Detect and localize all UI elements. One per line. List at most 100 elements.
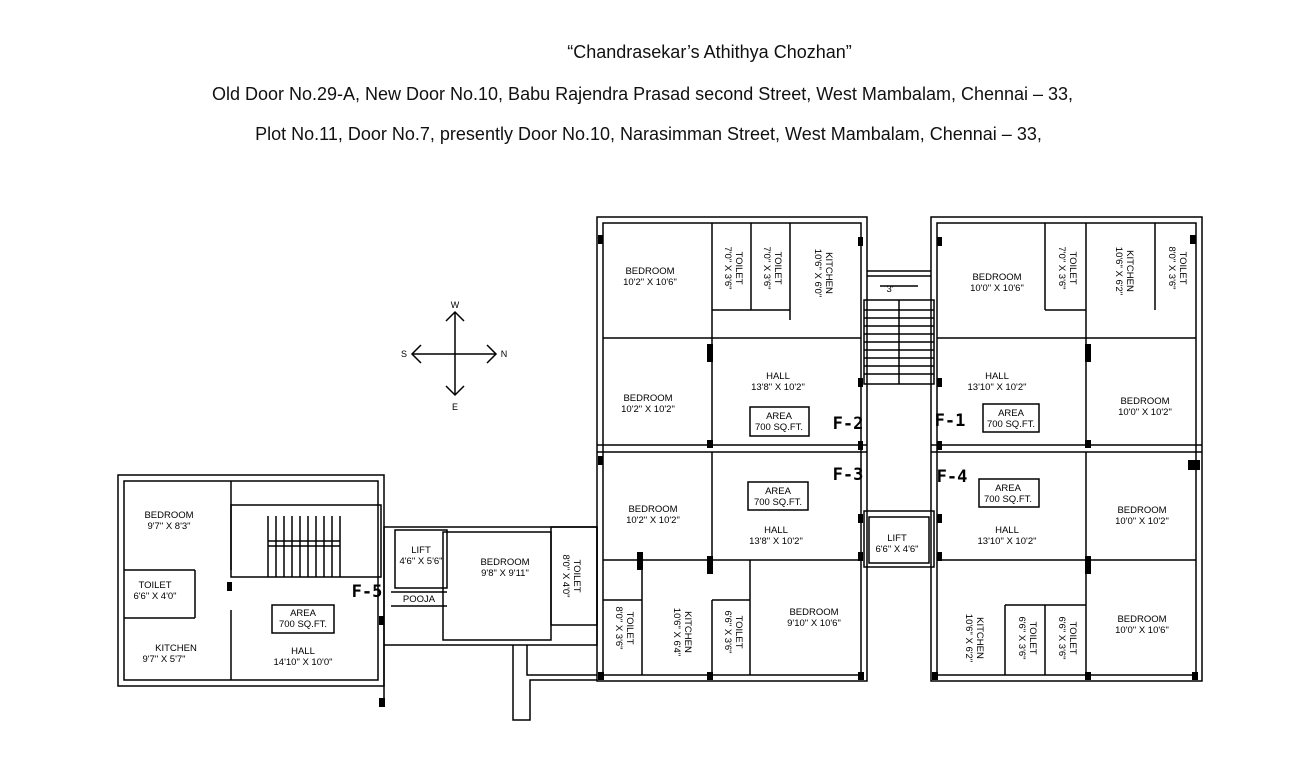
lift-size: 4'6" X 5'6" <box>399 556 442 567</box>
room-size: 10'6" X 6'2" <box>1113 247 1124 295</box>
area-label: AREA <box>765 486 792 497</box>
room-name: TOILET <box>571 559 582 592</box>
svg-text:TOILET8'0" X 3'6": TOILET8'0" X 3'6" <box>613 606 635 649</box>
room-size: 13'10" X 10'2" <box>978 536 1037 547</box>
svg-text:KITCHEN10'6" X 6'2": KITCHEN10'6" X 6'2" <box>963 614 985 662</box>
f1-partitions <box>937 223 1196 445</box>
svg-text:TOILET6'6" X 3'6": TOILET6'6" X 3'6" <box>722 610 744 653</box>
svg-text:TOILET7'0" X 3'6": TOILET7'0" X 3'6" <box>1056 246 1078 289</box>
room-size: 8'0" X 3'6" <box>613 606 624 649</box>
room-name: TOILET <box>1067 621 1078 654</box>
compass-east-label: E <box>452 402 458 412</box>
room-name: BEDROOM <box>480 557 529 568</box>
room-size: 7'0" X 3'6" <box>761 246 772 289</box>
room-size: 6'6" X 3'6" <box>722 610 733 653</box>
room-size: 9'10" X 10'6" <box>787 618 841 629</box>
f5-block-walls <box>117 474 598 721</box>
room-name: HALL <box>291 646 315 657</box>
area-label: AREA <box>995 483 1022 494</box>
flat-label-f3: F-3 <box>833 465 864 485</box>
compass-west-label: W <box>451 300 460 310</box>
area-value: 700 SQ.FT. <box>984 494 1032 505</box>
svg-text:TOILET7'0" X 3'6": TOILET7'0" X 3'6" <box>722 246 744 289</box>
area-label: AREA <box>998 408 1025 419</box>
compass-arrow-north <box>486 344 498 364</box>
room-name: HALL <box>764 525 788 536</box>
flat-label-f4: F-4 <box>937 467 968 487</box>
room-size: 14'10" X 10'0" <box>274 657 333 668</box>
room-name: TOILET <box>733 615 744 648</box>
room-size: 10'6" X 6'4" <box>671 608 682 656</box>
room-name: BEDROOM <box>1120 396 1169 407</box>
room-size: 6'6" X 3'6" <box>1056 616 1067 659</box>
room-name: HALL <box>766 371 790 382</box>
address-line-old-door: Old Door No.29-A, New Door No.10, Babu R… <box>211 84 1074 104</box>
room-name: BEDROOM <box>144 510 193 521</box>
room-name: TOILET <box>138 580 171 591</box>
address-line-plot: Plot No.11, Door No.7, presently Door No… <box>255 124 1042 144</box>
flat-label-f5: F-5 <box>352 582 383 602</box>
room-size: 13'10" X 10'2" <box>968 382 1027 393</box>
area-label: AREA <box>766 411 793 422</box>
room-name: BEDROOM <box>789 607 838 618</box>
room-name: KITCHEN <box>974 617 985 659</box>
room-name: KITCHEN <box>823 252 834 294</box>
area-label: AREA <box>290 608 317 619</box>
lift-name: LIFT <box>887 533 907 544</box>
compass-arrow-west <box>445 310 465 322</box>
room-name: HALL <box>995 525 1019 536</box>
room-name: BEDROOM <box>625 266 674 277</box>
pooja-label: POOJA <box>403 594 436 605</box>
flat-label-f2: F-2 <box>833 414 864 434</box>
f2-partitions <box>603 223 861 445</box>
room-size: 8'0" X 3'6" <box>1166 246 1177 289</box>
room-size: 13'8" X 10'2" <box>751 382 805 393</box>
room-name: TOILET <box>624 611 635 644</box>
area-value: 700 SQ.FT. <box>755 422 803 433</box>
room-name: TOILET <box>733 251 744 284</box>
area-value: 700 SQ.FT. <box>987 419 1035 430</box>
flat-label-f1: F-1 <box>935 411 966 431</box>
svg-text:KITCHEN10'6" X 6'0": KITCHEN10'6" X 6'0" <box>812 249 834 297</box>
area-value: 700 SQ.FT. <box>754 497 802 508</box>
room-size: 10'0" X 10'6" <box>1115 625 1169 636</box>
room-size: 8'0" X 4'0" <box>560 554 571 597</box>
area-value: 700 SQ.FT. <box>279 619 327 630</box>
stair-width-label: 3' <box>886 284 893 295</box>
room-name: BEDROOM <box>1117 505 1166 516</box>
svg-text:TOILET6'6" X 4'0": TOILET6'6" X 4'0" <box>133 580 176 602</box>
room-name: BEDROOM <box>972 272 1021 283</box>
room-name: BEDROOM <box>623 393 672 404</box>
building-title: “Chandrasekar’s Athithya Chozhan” <box>567 42 852 62</box>
svg-text:TOILET8'0" X 4'0": TOILET8'0" X 4'0" <box>560 554 582 597</box>
room-name: KITCHEN <box>682 611 693 653</box>
svg-text:TOILET8'0" X 3'6": TOILET8'0" X 3'6" <box>1166 246 1188 289</box>
room-name: BEDROOM <box>628 504 677 515</box>
f3-partitions <box>603 452 861 675</box>
compass-south-label: S <box>401 349 407 359</box>
room-name: BEDROOM <box>1117 614 1166 625</box>
lift-name: LIFT <box>411 545 431 556</box>
